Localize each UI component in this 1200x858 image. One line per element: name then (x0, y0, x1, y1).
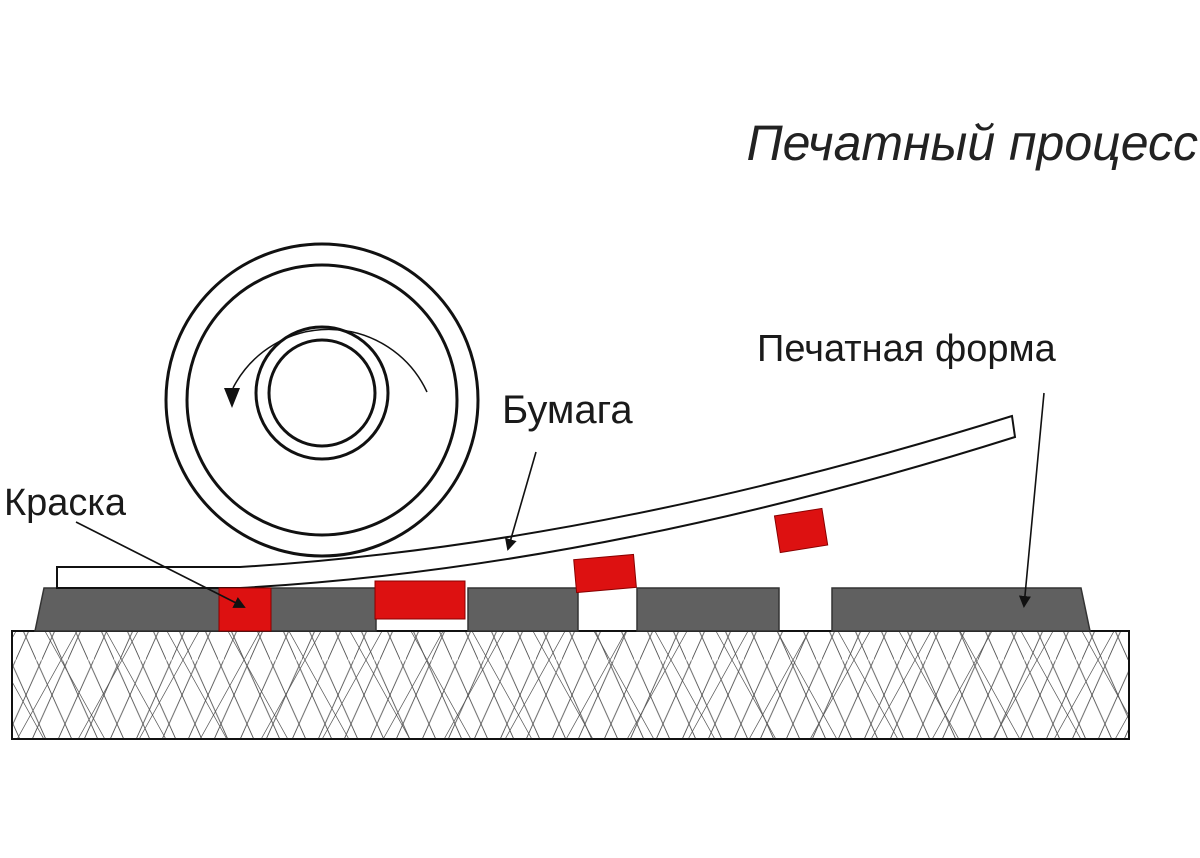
plate-leader-line (1018, 392, 1045, 608)
rotation-arrow-icon (232, 328, 428, 393)
printing-plate-label: Печатная форма (757, 328, 1056, 370)
printing-plate (34, 587, 1091, 632)
paper-label: Бумага (502, 388, 633, 432)
plate-segment (636, 587, 780, 632)
paper-roll (164, 242, 480, 558)
base-surface (11, 630, 1130, 740)
plate-segment (467, 587, 579, 632)
ink-block (218, 587, 272, 632)
ink-block (374, 580, 466, 620)
ink-leader-line (75, 521, 246, 608)
ink-blocks (218, 507, 829, 632)
paper-leader-line (505, 451, 537, 551)
plate-segment (831, 587, 1091, 632)
ink-block (773, 507, 829, 554)
ink-label: Краска (4, 482, 126, 524)
rotation-arrowhead-icon (224, 388, 240, 408)
ink-block (573, 553, 637, 594)
diagram-title: Печатный процесс (746, 115, 1198, 171)
plate-segment (34, 587, 377, 632)
paper-sheet (56, 414, 1017, 589)
